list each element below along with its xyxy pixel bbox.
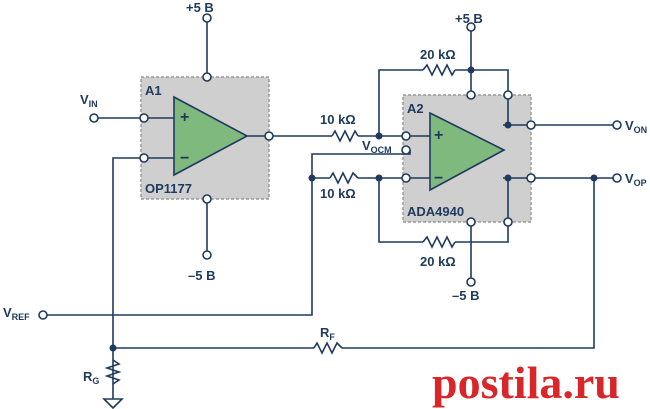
watermark-text: postila.ru xyxy=(432,357,620,408)
a2-negative-supply: –5 B xyxy=(452,288,479,303)
vocm-label: VOCM xyxy=(362,138,392,155)
a1-plus-sign: + xyxy=(180,109,189,126)
a1-part-number: OP1177 xyxy=(145,181,192,196)
vin-label: VIN xyxy=(80,92,98,109)
junction-dots xyxy=(109,66,598,352)
a1-negative-supply: –5 B xyxy=(188,268,215,283)
a1-minus-sign: − xyxy=(180,150,189,167)
von-label: VON xyxy=(625,118,647,135)
a2-plus-sign: + xyxy=(434,127,443,144)
pin-rings xyxy=(38,13,622,320)
a2-part-number: ADA4940 xyxy=(407,204,464,219)
r-feedback-top-value: 20 kΩ xyxy=(420,47,456,62)
r-feedback-bottom-value: 20 kΩ xyxy=(420,254,456,269)
rg-label: RG xyxy=(83,369,99,386)
a1-positive-supply: +5 B xyxy=(186,0,214,15)
a2-designator: A2 xyxy=(407,101,424,116)
a1-opamp-symbol xyxy=(173,95,249,177)
r-input-bottom-value: 10 kΩ xyxy=(320,186,356,201)
vref-label: VREF xyxy=(3,305,30,322)
a2-positive-supply: +5 B xyxy=(455,11,483,26)
watermark-background xyxy=(428,351,650,409)
vop-label: VOP xyxy=(625,171,647,188)
a2-opamp-symbol xyxy=(429,111,506,192)
a2-minus-sign: − xyxy=(434,170,443,187)
r-input-top-value: 10 kΩ xyxy=(320,112,356,127)
a1-designator: A1 xyxy=(145,83,162,98)
rf-label: RF xyxy=(320,325,335,342)
